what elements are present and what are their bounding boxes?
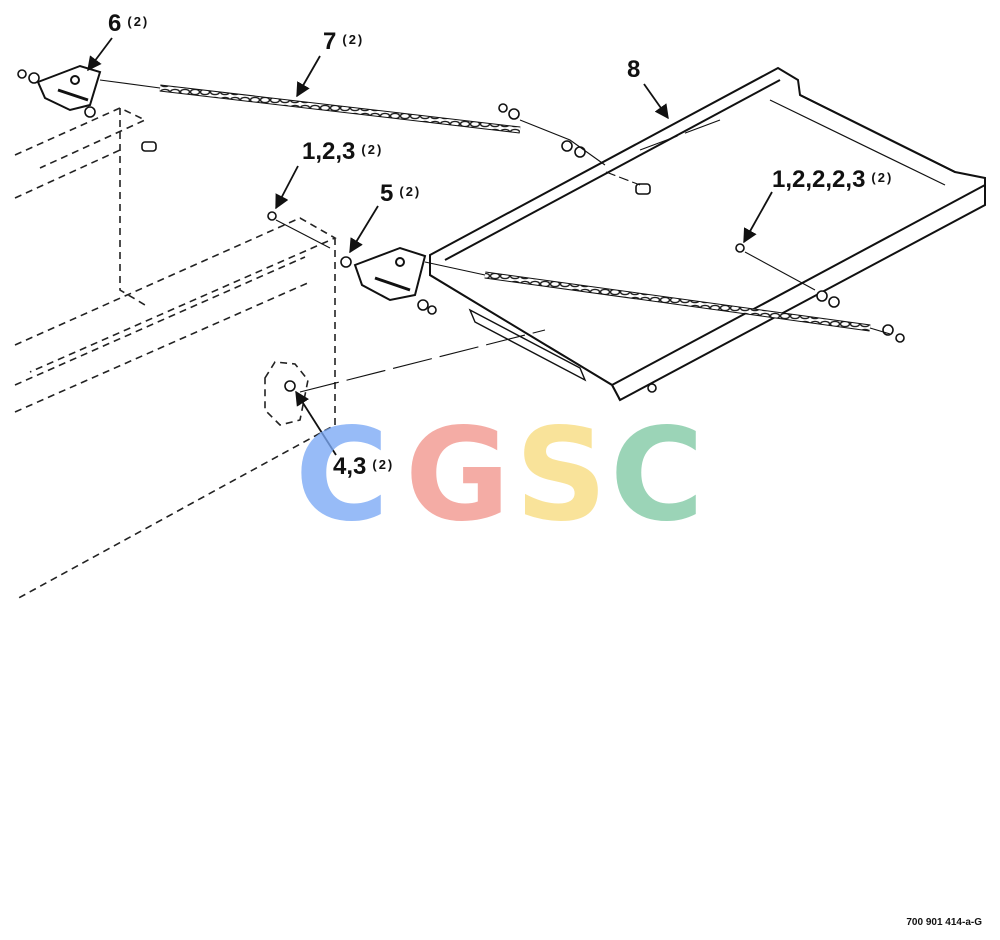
chain-upper bbox=[159, 84, 521, 134]
drawing-id: 700 901 414-a-G bbox=[906, 917, 982, 928]
hardware bbox=[17, 69, 905, 393]
callout-1-2-3: 1,2,3(2) bbox=[302, 138, 384, 165]
leader-lines bbox=[99, 79, 891, 393]
callout-1-2-2-2-3: 1,2,2,2,3(2) bbox=[772, 166, 894, 193]
callout-5: 5(2) bbox=[380, 180, 422, 207]
callout-7: 7(2) bbox=[323, 28, 365, 55]
watermark-letter: S bbox=[515, 401, 608, 550]
chain-lower bbox=[484, 271, 871, 332]
anchor-bracket-upper bbox=[36, 64, 102, 112]
anchor-bracket-lower bbox=[353, 246, 427, 302]
tray-part-8 bbox=[429, 66, 986, 402]
watermark-letter: G bbox=[405, 401, 511, 550]
frame-phantom bbox=[14, 107, 337, 601]
callout-4-3: 4,3(2) bbox=[333, 453, 395, 480]
watermark-letter: C bbox=[610, 401, 704, 550]
callout-8: 8 bbox=[627, 56, 641, 83]
watermark-letter: C bbox=[295, 401, 389, 550]
callout-6: 6(2) bbox=[108, 10, 150, 37]
callout-arrows bbox=[87, 37, 773, 456]
